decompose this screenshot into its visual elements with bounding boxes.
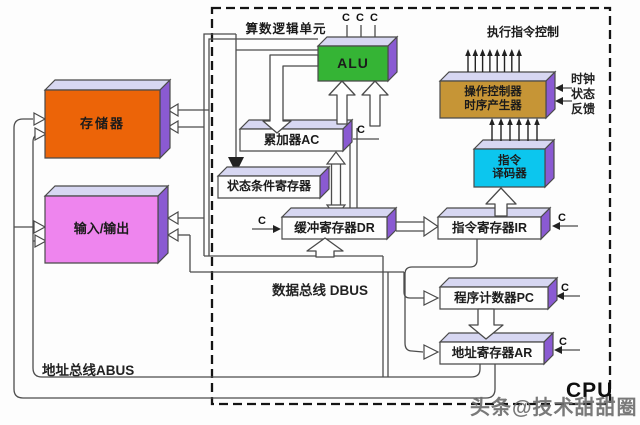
instruction-decoder-box — [472, 138, 556, 189]
control-signal-label-alu2: C — [356, 12, 364, 24]
instruction-register-box — [436, 206, 552, 241]
status-label: 状态 — [571, 87, 596, 101]
dbus-to-dr-arrow — [306, 237, 344, 258]
abus-label: 地址总线ABUS — [42, 363, 135, 378]
alu-to-ac-arrow — [262, 54, 319, 134]
controller-box — [438, 70, 557, 120]
exec-control-label: 执行指令控制 — [486, 25, 559, 40]
memory-label: 存储器 — [79, 115, 125, 131]
decoder-label-line2: 译码器 — [492, 168, 527, 180]
clock-label: 时钟 — [571, 72, 596, 86]
control-signal-label-pc: C — [561, 282, 569, 294]
control-signal-label-ir: C — [558, 212, 566, 224]
decoder-label-line1: 指令 — [498, 154, 521, 167]
controller-label-line2: 时序产生器 — [464, 99, 522, 112]
dr-to-alu-arrow — [361, 80, 389, 127]
controller-label-line1: 操作控制器 — [464, 86, 522, 99]
control-signal-label-ar: C — [559, 336, 567, 348]
toutiao-watermark: 头条@技术甜甜圈 — [470, 397, 638, 419]
exec-control-signal-arrows — [465, 49, 522, 72]
status-register-box — [216, 165, 331, 200]
control-signal-label-ac: C — [357, 124, 365, 136]
accumulator-label: 累加器AC — [263, 132, 320, 147]
control-signal-label-alu1: C — [342, 12, 350, 24]
signal-arrowheads — [228, 84, 564, 354]
instruction-register-label: 指令寄存器IR — [451, 220, 527, 235]
cpu-boundary — [210, 6, 612, 406]
cpu-label: CPU — [566, 379, 614, 402]
dbus-label: 数据总线 DBUS — [272, 283, 369, 298]
alu-label: ALU — [337, 55, 369, 72]
feedback-label: 反馈 — [571, 102, 596, 116]
io-box — [43, 184, 170, 265]
status-register-label: 状态条件寄存器 — [226, 179, 311, 194]
control-signal-label-dr: C — [258, 215, 266, 227]
ac-to-alu-arrow — [328, 80, 356, 125]
pc-to-ar-arrow — [468, 308, 504, 340]
alu-box — [316, 35, 399, 83]
ir-to-decoder-arrow — [485, 187, 517, 217]
memory-box — [43, 78, 172, 160]
bus-arrowheads — [33, 102, 440, 360]
program-counter-box — [438, 276, 559, 311]
io-label: 输入/输出 — [73, 221, 130, 237]
alu-to-status-arrowhead — [228, 157, 244, 173]
program-counter-label: 程序计数器PC — [454, 290, 534, 305]
control-signal-label-alu3: C — [370, 12, 378, 24]
buffer-register-label: 缓冲寄存器DR — [294, 220, 375, 235]
address-register-box — [438, 331, 555, 366]
controller-label: 操作控制器 时序产生器 — [440, 81, 546, 118]
buffer-register-box — [280, 206, 398, 241]
bus-lines — [13, 25, 580, 399]
decoder-to-controller-arrows — [489, 118, 540, 141]
instruction-decoder-label: 指令 译码器 — [474, 149, 545, 187]
alu-section-label: 算数逻辑单元 — [245, 21, 327, 36]
address-register-label: 地址寄存器AR — [451, 345, 533, 360]
